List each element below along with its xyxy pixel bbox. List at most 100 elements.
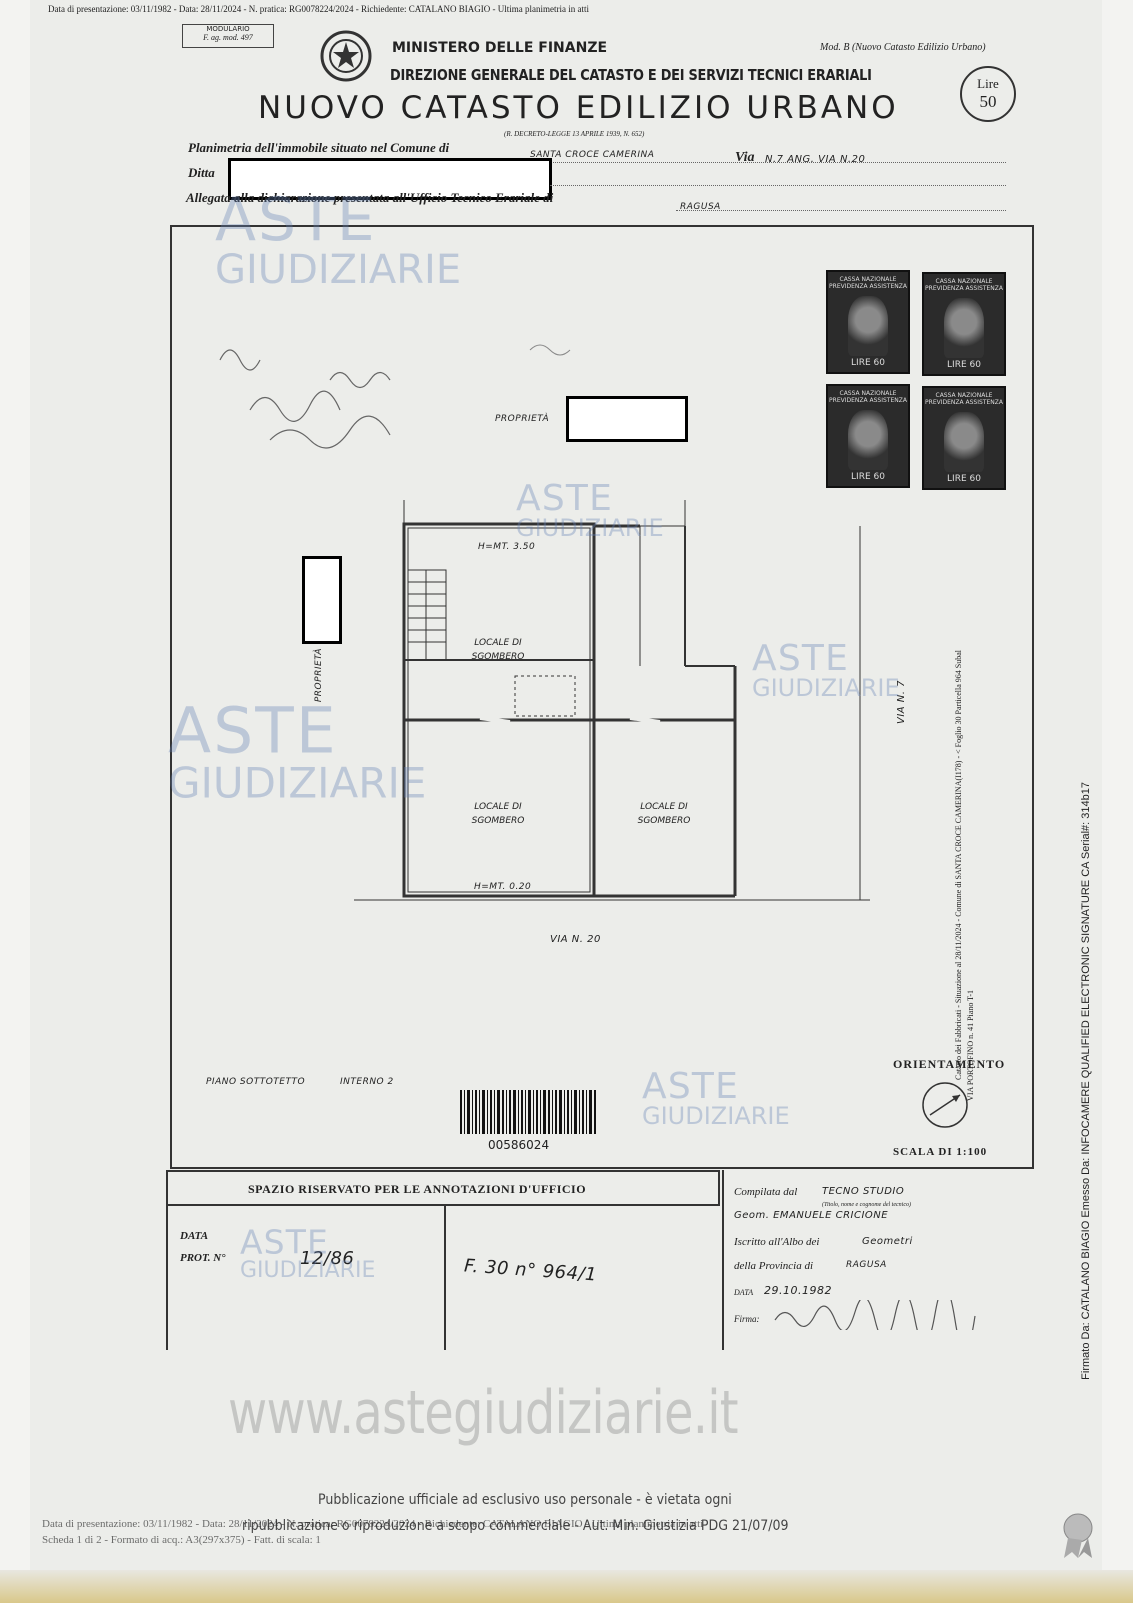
watermark-aste: ASTE (516, 477, 614, 519)
mod-b-label: Mod. B (Nuovo Catasto Edilizio Urbano) (820, 42, 986, 53)
room-label-1: LOCALE DI SGOMBERO (448, 636, 548, 664)
room-2-line1: LOCALE DI (474, 802, 522, 812)
compilata-value: TECNO STUDIO (822, 1186, 905, 1197)
height-top-label: H=MT. 3.50 (478, 542, 536, 552)
room-1-line2: SGOMBERO (471, 652, 525, 662)
ufficio-value: RAGUSA (680, 202, 721, 212)
watermark-aste: ASTE (642, 1065, 740, 1107)
watermark-giudiziarie: GIUDIZIARIE (215, 247, 462, 293)
form-dotted-line (676, 210, 1006, 211)
compilata-label: Compilata dal (734, 1186, 798, 1198)
room-2-line2: SGOMBERO (471, 816, 525, 826)
revenue-stamp: CASSA NAZIONALE PREVIDENZA ASSISTENZA LI… (922, 272, 1006, 376)
handwritten-scribble (210, 320, 590, 460)
watermark-aste: ASTE (752, 637, 850, 679)
seal-icon (1060, 1510, 1096, 1560)
stamp-text: CASSA NAZIONALE PREVIDENZA ASSISTENZA (925, 392, 1003, 406)
barcode-number: 00586024 (488, 1138, 550, 1152)
redacted-neighbor-left (302, 556, 342, 644)
room-3-line2: SGOMBERO (637, 816, 691, 826)
proprieta-top-label: PROPRIETÀ (495, 414, 550, 424)
modulario-code: F. ag. mod. 497 (203, 33, 253, 42)
main-title: NUOVO CATASTO EDILIZIO URBANO (258, 90, 899, 126)
compass-icon (920, 1080, 970, 1130)
header-line: Data di presentazione: 03/11/1982 - Data… (48, 4, 589, 14)
scala-label: SCALA DI 1:100 (893, 1146, 988, 1158)
decree-label: (R. DECRETO-LEGGE 13 APRILE 1939, N. 652… (504, 130, 645, 138)
stamp-text: CASSA NAZIONALE PREVIDENZA ASSISTENZA (829, 276, 907, 290)
stamp-value: LIRE 60 (851, 358, 885, 368)
plan-frame (170, 225, 1034, 1169)
form-dotted-line (526, 162, 1006, 163)
watermark-giudiziarie: GIUDIZIARIE (642, 1102, 790, 1130)
provincia-value: RAGUSA (846, 1260, 887, 1270)
cadastral-side-note-2: VIA PORTOFINO n. 41 Piano T-1 (966, 990, 975, 1101)
document-page (30, 0, 1102, 1603)
revenue-stamp: CASSA NAZIONALE PREVIDENZA ASSISTENZA LI… (826, 384, 910, 488)
direzione-title: DIREZIONE GENERALE DEL CATASTO E DEI SER… (390, 66, 872, 84)
watermark-giudiziarie: GIUDIZIARIE (240, 1257, 376, 1283)
height-bottom-label: H=MT. 0.20 (474, 882, 532, 892)
barcode (460, 1090, 596, 1134)
iscritto-value: Geometri (862, 1236, 913, 1247)
lire-stamp: Lire 50 (960, 66, 1016, 122)
modulario-box: MODULARIO F. ag. mod. 497 (182, 24, 274, 48)
lire-value: 50 (979, 92, 997, 111)
room-1-line1: LOCALE DI (474, 638, 522, 648)
via-label: Via (735, 150, 755, 165)
via-value: N.7 ANG. VIA N.20 (765, 154, 866, 165)
publication-line-2: ripubblicazione o riproduzione a scopo c… (242, 1518, 789, 1534)
page-edge (0, 1570, 1133, 1603)
planimetria-label: Planimetria dell'immobile situato nel Co… (188, 140, 450, 155)
site-watermark: www.astegiudiziarie.it (228, 1378, 739, 1448)
watermark-giudiziarie: GIUDIZIARIE (168, 759, 427, 809)
stamp-value: LIRE 60 (947, 474, 981, 484)
compiler-data-value: 29.10.1982 (764, 1284, 832, 1297)
room-label-2: LOCALE DI SGOMBERO (448, 800, 548, 828)
form-dotted-line (550, 185, 1006, 186)
comune-value: SANTA CROCE CAMERINA (530, 150, 655, 160)
allegata-label: Allegata alla dichiarazione presentata a… (186, 190, 554, 205)
office-prot-value: 12/86 (300, 1248, 355, 1269)
watermark-aste: ASTE (168, 694, 338, 769)
publication-line-1: Pubblicazione ufficiale ad esclusivo uso… (318, 1492, 732, 1508)
stamp-portrait (848, 410, 888, 470)
office-header (166, 1170, 720, 1206)
provincia-label: della Provincia di (734, 1260, 814, 1272)
room-3-line1: LOCALE DI (640, 802, 688, 812)
stamp-text: CASSA NAZIONALE PREVIDENZA ASSISTENZA (829, 390, 907, 404)
redacted-owner (228, 158, 552, 200)
stamp-portrait (944, 412, 984, 472)
room-label-3: LOCALE DI SGOMBERO (614, 800, 714, 828)
signature (770, 1286, 1000, 1352)
modulario-label: MODULARIO (206, 25, 250, 33)
stamp-text: CASSA NAZIONALE PREVIDENZA ASSISTENZA (925, 278, 1003, 292)
republic-emblem (318, 28, 374, 84)
revenue-stamp: CASSA NAZIONALE PREVIDENZA ASSISTENZA LI… (922, 386, 1006, 490)
watermark-aste: ASTE (215, 185, 377, 255)
footer-presentazione: Data di presentazione: 03/11/1982 - Data… (42, 1518, 704, 1530)
orientamento-label: ORIENTAMENTO (893, 1057, 1006, 1071)
office-section (166, 1170, 724, 1350)
office-data-label: DATA (180, 1230, 209, 1242)
cadastral-side-note: Catasto dei Fabbricati - Situazione al 2… (954, 650, 963, 1080)
footer-scheda: Scheda 1 di 2 - Formato di acq.: A3(297x… (42, 1534, 321, 1546)
compiler-name: Geom. EMANUELE CRICIONE (734, 1210, 889, 1221)
redacted-neighbor-top (566, 396, 688, 442)
stamp-portrait (944, 298, 984, 358)
firma-label: Firma: (734, 1314, 760, 1324)
lire-label: Lire (977, 76, 999, 91)
revenue-stamp: CASSA NAZIONALE PREVIDENZA ASSISTENZA LI… (826, 270, 910, 374)
watermark-giudiziarie: GIUDIZIARIE (752, 674, 900, 702)
stamp-value: LIRE 60 (947, 360, 981, 370)
interno-label: INTERNO 2 (340, 1077, 394, 1087)
office-prot-label: PROT. N° (180, 1252, 226, 1264)
floor-plan (340, 490, 900, 950)
ditta-label: Ditta (188, 165, 215, 180)
